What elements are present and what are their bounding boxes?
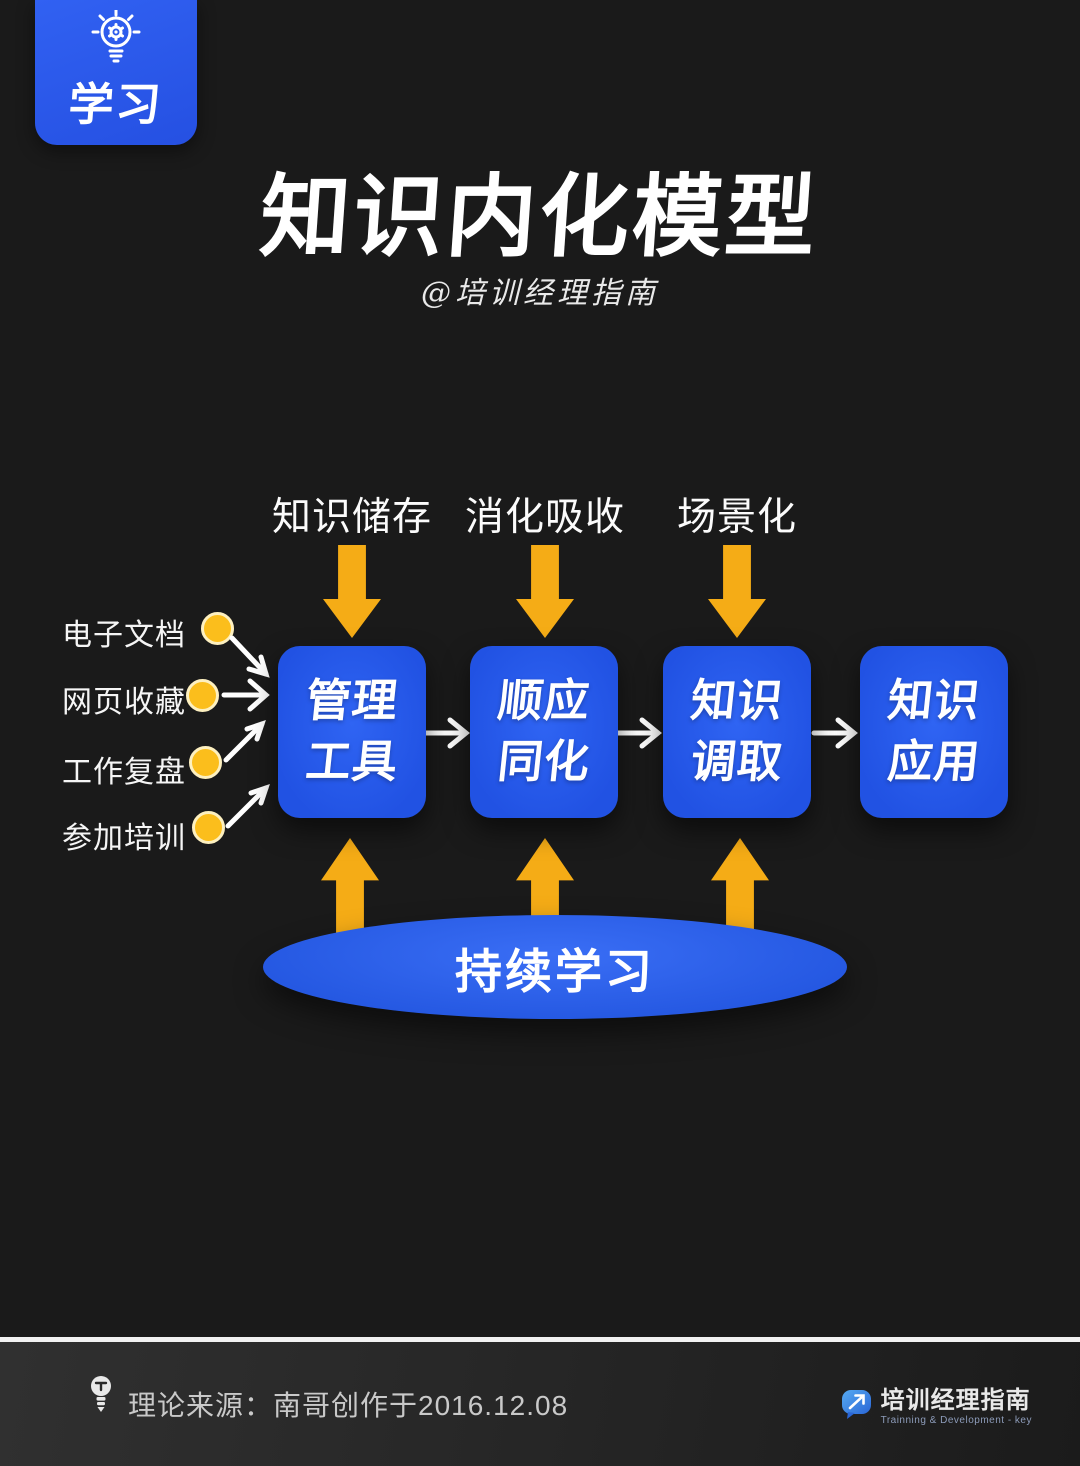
top-label-digestion: 消化吸收 xyxy=(464,496,625,539)
stage-box-retrieval: 知识 调取 xyxy=(663,646,811,818)
stage-label: 顺应 xyxy=(495,675,593,727)
logo-tagline: Trainning & Development - key xyxy=(880,1415,1032,1426)
source-label-edocs: 电子文档 xyxy=(62,619,186,652)
lightbulb-gear-icon xyxy=(91,10,141,63)
down-arrow-icon xyxy=(323,545,381,638)
stage-label: 应用 xyxy=(885,736,983,787)
connector-arrow-icon xyxy=(225,784,270,829)
learning-badge: 学习 xyxy=(35,0,197,145)
connector-arrow-icon xyxy=(229,635,270,678)
badge-label: 学习 xyxy=(66,79,165,130)
down-arrow-icon xyxy=(516,545,574,638)
footer-bar: 理论来源：南哥创作于2016.12.08 培训经理指南 Trainning & … xyxy=(0,1342,1080,1466)
stage-label: 管理 xyxy=(303,675,401,727)
brand-logo: 培训经理指南 Trainning & Development - key xyxy=(841,1388,1032,1426)
source-label-bookmarks: 网页收藏 xyxy=(62,686,186,719)
stage-label: 知识 xyxy=(688,675,786,727)
right-arrow-icon xyxy=(811,717,858,749)
right-arrow-icon xyxy=(423,717,470,749)
top-label-knowledge-storage: 知识储存 xyxy=(271,496,432,539)
right-arrow-icon xyxy=(615,717,662,749)
stage-label: 知识 xyxy=(885,675,983,727)
page-title: 知识内化模型 xyxy=(256,168,822,268)
bullet-icon xyxy=(201,612,234,645)
stage-label: 工具 xyxy=(303,736,401,787)
bullet-icon xyxy=(192,811,225,844)
bulb-icon xyxy=(91,1376,111,1412)
stage-box-assimilation: 顺应 同化 xyxy=(470,646,618,818)
theory-source-text: 理论来源：南哥创作于2016.12.08 xyxy=(128,1390,569,1421)
speech-bubble-arrow-icon xyxy=(841,1390,871,1419)
continuous-learning-ellipse: 持续学习 xyxy=(263,915,847,1019)
footer-divider xyxy=(0,1337,1080,1342)
cycle-label: 持续学习 xyxy=(455,944,655,998)
stage-label: 调取 xyxy=(688,736,786,787)
connector-arrow-icon xyxy=(223,720,266,763)
source-label-training: 参加培训 xyxy=(62,822,186,855)
page-subtitle: @培训经理指南 xyxy=(421,276,659,311)
bullet-icon xyxy=(189,746,222,779)
bullet-icon xyxy=(186,679,219,712)
logo-name: 培训经理指南 xyxy=(880,1387,1031,1414)
stage-box-management-tools: 管理 工具 xyxy=(278,646,426,818)
stage-box-application: 知识 应用 xyxy=(860,646,1008,818)
down-arrow-icon xyxy=(708,545,766,638)
connector-arrow-icon xyxy=(221,678,270,712)
source-label-review: 工作复盘 xyxy=(62,756,186,789)
top-label-scenario: 场景化 xyxy=(676,496,797,539)
stage-label: 同化 xyxy=(495,736,593,787)
